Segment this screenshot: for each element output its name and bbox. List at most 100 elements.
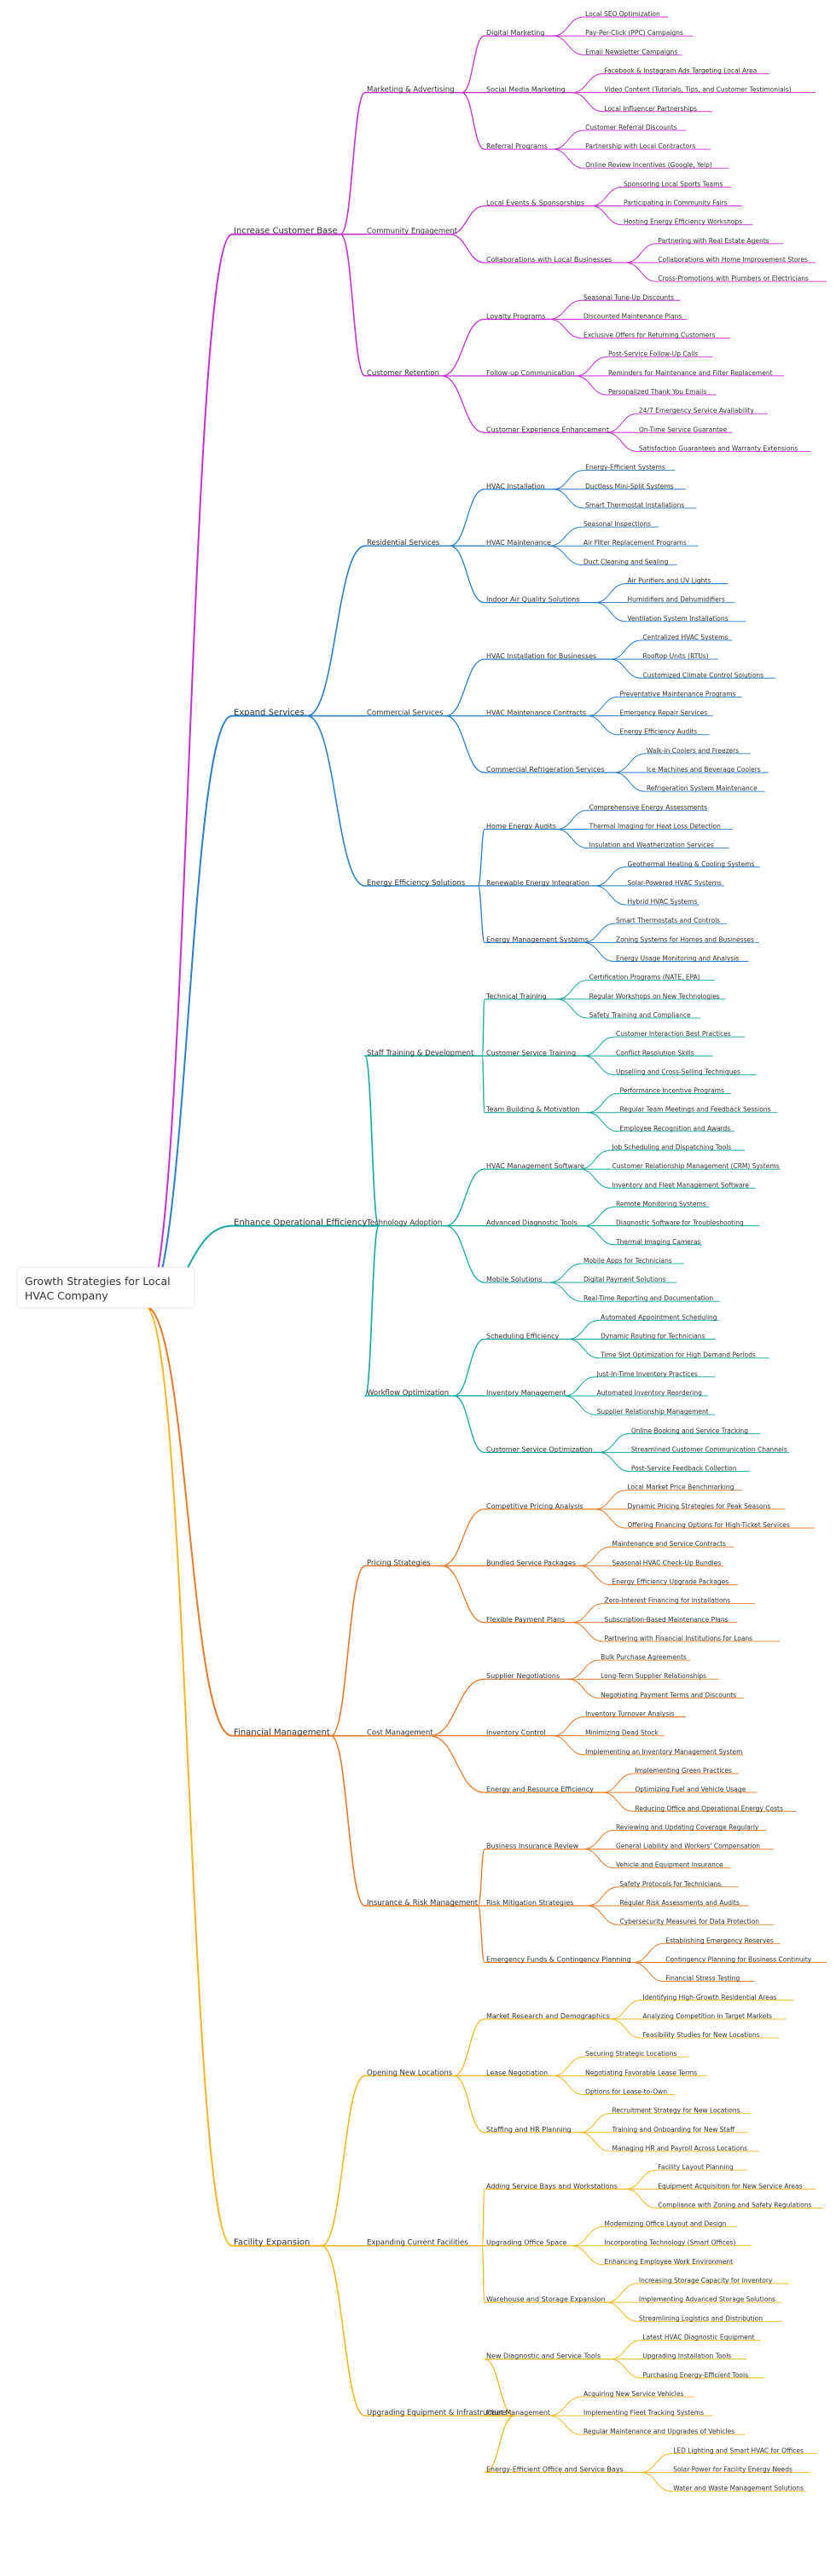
leaf-node[interactable]: Customer Referral Discounts bbox=[585, 124, 677, 131]
leaf-node[interactable]: Refrigeration System Maintenance bbox=[647, 784, 758, 792]
level3-node[interactable]: Team Building & Motivation bbox=[485, 1106, 580, 1114]
level3-node[interactable]: Technical Training bbox=[485, 993, 547, 1000]
leaf-node[interactable]: Sponsoring Local Sports Teams bbox=[624, 180, 723, 188]
leaf-node[interactable]: Contingency Planning for Business Contin… bbox=[665, 1955, 811, 1963]
leaf-node[interactable]: Partnering with Financial Institutions f… bbox=[605, 1635, 753, 1642]
level3-node[interactable]: Flexible Payment Plans bbox=[486, 1616, 565, 1624]
leaf-node[interactable]: Post-Service Follow-Up Calls bbox=[608, 350, 698, 358]
level3-node[interactable]: Commercial Refrigeration Services bbox=[486, 766, 605, 773]
leaf-node[interactable]: Employee Recognition and Awards bbox=[619, 1125, 730, 1132]
leaf-node[interactable]: Vehicle and Equipment Insurance bbox=[616, 1861, 723, 1869]
leaf-node[interactable]: Solar Power for Facility Energy Needs bbox=[673, 2466, 792, 2474]
level2-node[interactable]: Upgrading Equipment & Infrastructure bbox=[367, 2409, 506, 2417]
level2-node[interactable]: Workflow Optimization bbox=[367, 1389, 449, 1398]
leaf-node[interactable]: Long-Term Supplier Relationships bbox=[601, 1672, 706, 1680]
level3-node[interactable]: Referral Programs bbox=[486, 142, 548, 150]
leaf-node[interactable]: Energy Efficiency Upgrade Packages bbox=[612, 1577, 729, 1585]
leaf-node[interactable]: Automated Appointment Scheduling bbox=[601, 1313, 717, 1321]
leaf-node[interactable]: Options for Lease-to-Own bbox=[585, 2088, 667, 2096]
leaf-node[interactable]: On-Time Service Guarantee bbox=[639, 425, 728, 433]
leaf-node[interactable]: Thermal Imaging Cameras bbox=[615, 1238, 701, 1246]
leaf-node[interactable]: Performance Incentive Programs bbox=[619, 1087, 723, 1095]
leaf-node[interactable]: Seasonal HVAC Check-Up Bundles bbox=[612, 1559, 722, 1566]
leaf-node[interactable]: Diagnostic Software for Troubleshooting bbox=[616, 1219, 744, 1227]
leaf-node[interactable]: 24/7 Emergency Service Availability bbox=[639, 407, 754, 414]
leaf-node[interactable]: Hybrid HVAC Systems bbox=[627, 898, 697, 906]
level2-node[interactable]: Technology Adoption bbox=[366, 1219, 442, 1228]
leaf-node[interactable]: Automated Inventory Reordering bbox=[597, 1389, 703, 1397]
level3-node[interactable]: Market Research and Demographics bbox=[486, 2012, 610, 2020]
leaf-node[interactable]: General Liability and Workers' Compensat… bbox=[616, 1843, 760, 1850]
leaf-node[interactable]: Online Review Incentives (Google, Yelp) bbox=[585, 161, 712, 169]
leaf-node[interactable]: Real-Time Reporting and Documentation bbox=[583, 1294, 713, 1302]
level3-node[interactable]: Staffing and HR Planning bbox=[486, 2126, 572, 2133]
leaf-node[interactable]: Zoning Systems for Homes and Businesses bbox=[616, 935, 754, 943]
leaf-node[interactable]: Seasonal Tune-Up Discounts bbox=[583, 293, 674, 301]
leaf-node[interactable]: Implementing Fleet Tracking Systems bbox=[583, 2409, 704, 2417]
level3-node[interactable]: Supplier Negotiations bbox=[486, 1672, 560, 1680]
leaf-node[interactable]: Satisfaction Guarantees and Warranty Ext… bbox=[639, 444, 798, 452]
level3-node[interactable]: Advanced Diagnostic Tools bbox=[486, 1219, 578, 1227]
level3-node[interactable]: Inventory Management bbox=[486, 1389, 566, 1397]
leaf-node[interactable]: Rooftop Units (RTUs) bbox=[642, 652, 708, 660]
level3-node[interactable]: Energy-Efficient Office and Service Bays bbox=[486, 2466, 624, 2474]
level3-node[interactable]: Emergency Funds & Contingency Planning bbox=[486, 1955, 631, 1963]
leaf-node[interactable]: Purchasing Energy-Efficient Tools bbox=[642, 2371, 748, 2379]
leaf-node[interactable]: Facility Layout Planning bbox=[658, 2163, 734, 2171]
leaf-node[interactable]: Safety Protocols for Technicians bbox=[619, 1880, 721, 1888]
level3-node[interactable]: Fleet Management bbox=[486, 2409, 550, 2417]
leaf-node[interactable]: Optimizing Fuel and Vehicle Usage bbox=[635, 1786, 746, 1793]
level3-node[interactable]: Warehouse and Storage Expansion bbox=[486, 2295, 606, 2303]
level3-node[interactable]: Business Insurance Review bbox=[486, 1843, 579, 1850]
leaf-node[interactable]: Establishing Emergency Reserves bbox=[665, 1936, 774, 1944]
level2-node[interactable]: Customer Retention bbox=[367, 369, 439, 378]
level2-node[interactable]: Staff Training & Development bbox=[367, 1049, 474, 1057]
leaf-node[interactable]: Safety Training and Compliance bbox=[589, 1011, 691, 1019]
level3-node[interactable]: Lease Negotiation bbox=[486, 2069, 548, 2076]
leaf-node[interactable]: Identifying High-Growth Residential Area… bbox=[642, 1994, 776, 2001]
level3-node[interactable]: Customer Experience Enhancement bbox=[486, 425, 609, 433]
leaf-node[interactable]: Maintenance and Service Contracts bbox=[612, 1540, 727, 1548]
leaf-node[interactable]: Exclusive Offers for Returning Customers bbox=[583, 332, 715, 339]
leaf-node[interactable]: Conflict Resolution Skills bbox=[616, 1049, 694, 1056]
leaf-node[interactable]: Incorporating Technology (Smart Offices) bbox=[605, 2239, 736, 2247]
level1-node[interactable]: Facility Expansion bbox=[234, 2238, 310, 2248]
leaf-node[interactable]: Smart Thermostats and Controls bbox=[616, 917, 720, 924]
leaf-node[interactable]: Pay-Per-Click (PPC) Campaigns bbox=[585, 29, 683, 37]
leaf-node[interactable]: Energy Usage Monitoring and Analysis bbox=[616, 955, 739, 963]
leaf-node[interactable]: Increasing Storage Capacity for Inventor… bbox=[639, 2277, 773, 2284]
leaf-node[interactable]: Online Booking and Service Tracking bbox=[631, 1427, 748, 1434]
leaf-node[interactable]: Energy Efficiency Audits bbox=[619, 728, 697, 736]
leaf-node[interactable]: Zero-Interest Financing for Installation… bbox=[605, 1597, 731, 1605]
level3-node[interactable]: HVAC Management Software bbox=[486, 1162, 584, 1170]
leaf-node[interactable]: Preventative Maintenance Programs bbox=[619, 690, 735, 698]
leaf-node[interactable]: Mobile Apps for Technicians bbox=[583, 1257, 672, 1265]
leaf-node[interactable]: Streamlining Logistics and Distribution bbox=[639, 2314, 763, 2322]
leaf-node[interactable]: Offering Financing Options for High-Tick… bbox=[627, 1521, 789, 1529]
leaf-node[interactable]: Modernizing Office Layout and Design bbox=[605, 2220, 727, 2228]
leaf-node[interactable]: Smart Thermostat Installations bbox=[585, 501, 684, 509]
leaf-node[interactable]: Solar-Powered HVAC Systems bbox=[627, 879, 721, 887]
leaf-node[interactable]: Subscription-Based Maintenance Plans bbox=[605, 1616, 729, 1624]
leaf-node[interactable]: Training and Onboarding for New Staff bbox=[612, 2126, 736, 2133]
leaf-node[interactable]: Bulk Purchase Agreements bbox=[601, 1653, 687, 1661]
leaf-node[interactable]: Negotiating Payment Terms and Discounts bbox=[601, 1691, 736, 1699]
leaf-node[interactable]: Regular Team Meetings and Feedback Sessi… bbox=[619, 1106, 770, 1114]
level1-node[interactable]: Expand Services bbox=[234, 709, 305, 718]
root-node[interactable]: Growth Strategies for Local HVAC Company bbox=[17, 1267, 194, 1308]
level3-node[interactable]: Home Energy Audits bbox=[486, 822, 556, 830]
leaf-node[interactable]: Collaborations with Home Improvement Sto… bbox=[658, 256, 808, 263]
leaf-node[interactable]: Facebook & Instagram Ads Targeting Local… bbox=[605, 67, 758, 74]
leaf-node[interactable]: Reminders for Maintenance and Filter Rep… bbox=[608, 369, 773, 377]
leaf-node[interactable]: Time Slot Optimization for High Demand P… bbox=[600, 1352, 756, 1359]
leaf-node[interactable]: Latest HVAC Diagnostic Equipment bbox=[642, 2333, 754, 2341]
leaf-node[interactable]: Insulation and Weatherization Services bbox=[589, 842, 714, 849]
leaf-node[interactable]: Minimizing Dead Stock bbox=[585, 1729, 659, 1737]
leaf-node[interactable]: Job Scheduling and Dispatching Tools bbox=[612, 1143, 732, 1151]
level2-node[interactable]: Opening New Locations bbox=[367, 2069, 453, 2077]
level3-node[interactable]: Local Events & Sponsorships bbox=[486, 200, 584, 207]
leaf-node[interactable]: Emergency Repair Services bbox=[619, 709, 707, 717]
leaf-node[interactable]: Local Market Price Benchmarking bbox=[627, 1484, 734, 1491]
leaf-node[interactable]: Regular Workshops on New Technologies bbox=[589, 993, 720, 1000]
level2-node[interactable]: Pricing Strategies bbox=[367, 1559, 431, 1567]
